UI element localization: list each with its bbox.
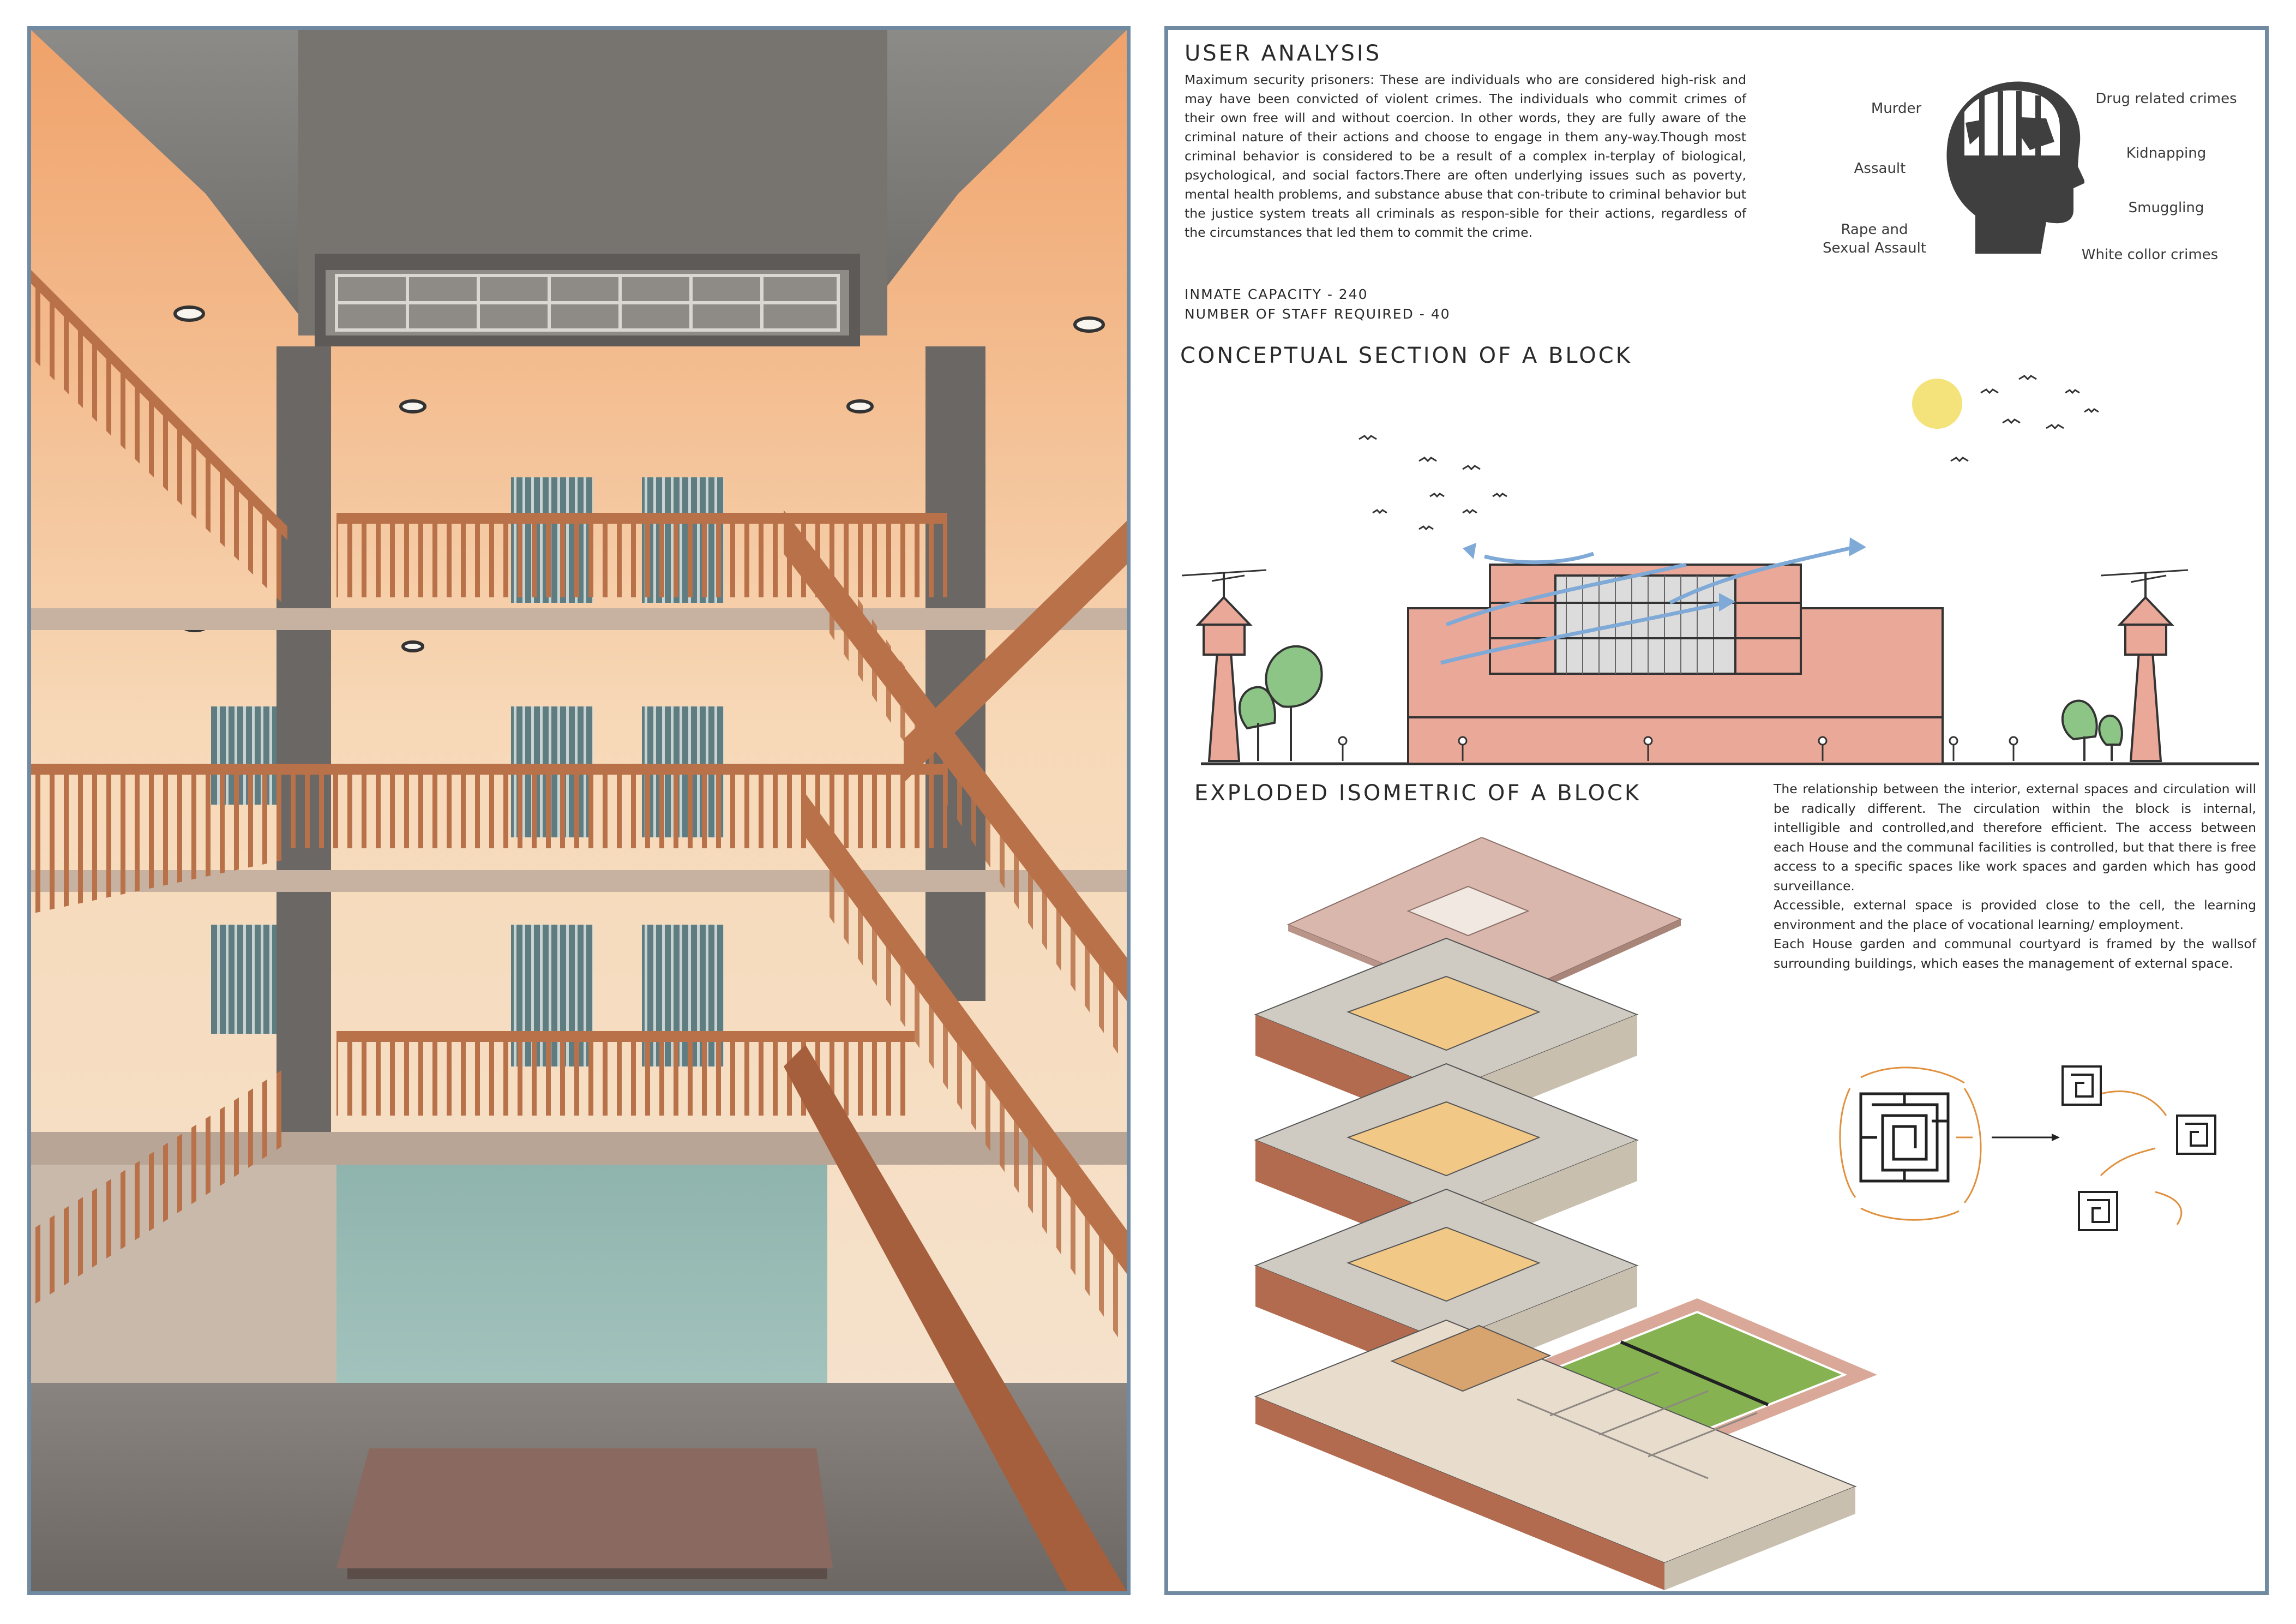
- small-maze-icons: [2061, 1065, 2216, 1231]
- presentation-sheet: USER ANALYSIS Maximum security prisoners…: [1164, 26, 2269, 1595]
- ground-floor: [1254, 1319, 1857, 1590]
- inmate-capacity: INMATE CAPACITY - 240: [1185, 286, 1368, 302]
- interior-render: [27, 26, 1131, 1595]
- conceptual-section-heading: CONCEPTUAL SECTION OF A BLOCK: [1180, 343, 1632, 368]
- user-analysis-text: Maximum security prisoners: These are in…: [1185, 72, 1746, 240]
- crime-murder: Murder: [1871, 100, 1922, 117]
- central-block: [1407, 564, 1944, 765]
- bird-icons: [1359, 375, 2099, 531]
- exploded-isometric-heading: EXPLODED ISOMETRIC OF A BLOCK: [1194, 781, 1642, 806]
- watchtower-right: [2100, 569, 2189, 762]
- tree-right: [2061, 699, 2123, 761]
- watchtower-left: [1181, 569, 1267, 762]
- exploded-isometric-drawing: [1245, 837, 1877, 1590]
- crime-smuggling: Smuggling: [2128, 200, 2204, 216]
- user-analysis-heading: USER ANALYSIS: [1185, 41, 1382, 66]
- crime-drug: Drug related crimes: [2095, 91, 2237, 107]
- exploded-isometric-text: The relationship between the interior, e…: [1774, 781, 2256, 971]
- big-maze-icon: [1859, 1092, 1950, 1183]
- wind-arrows: [1440, 546, 1850, 665]
- circulation-arrows: [1839, 1066, 2183, 1225]
- crime-rape: Rape and Sexual Assault: [1822, 221, 1927, 256]
- crime-white-collar: White collor crimes: [2081, 247, 2219, 263]
- interior-render-image: [31, 30, 1127, 1591]
- maze-diagram: [1828, 1056, 2232, 1241]
- tree-left: [1238, 645, 1323, 761]
- staff-required: NUMBER OF STAFF REQUIRED - 40: [1185, 306, 1451, 322]
- sun-icon: [1912, 379, 1962, 429]
- crime-assault: Assault: [1854, 160, 1906, 177]
- upper-floor-2: [1254, 1063, 1639, 1257]
- conceptual-section-drawing: [1179, 368, 2259, 783]
- crime-kidnapping: Kidnapping: [2126, 145, 2207, 161]
- people-figures: [1338, 736, 2018, 761]
- prisoner-head-icon: [1943, 79, 2084, 259]
